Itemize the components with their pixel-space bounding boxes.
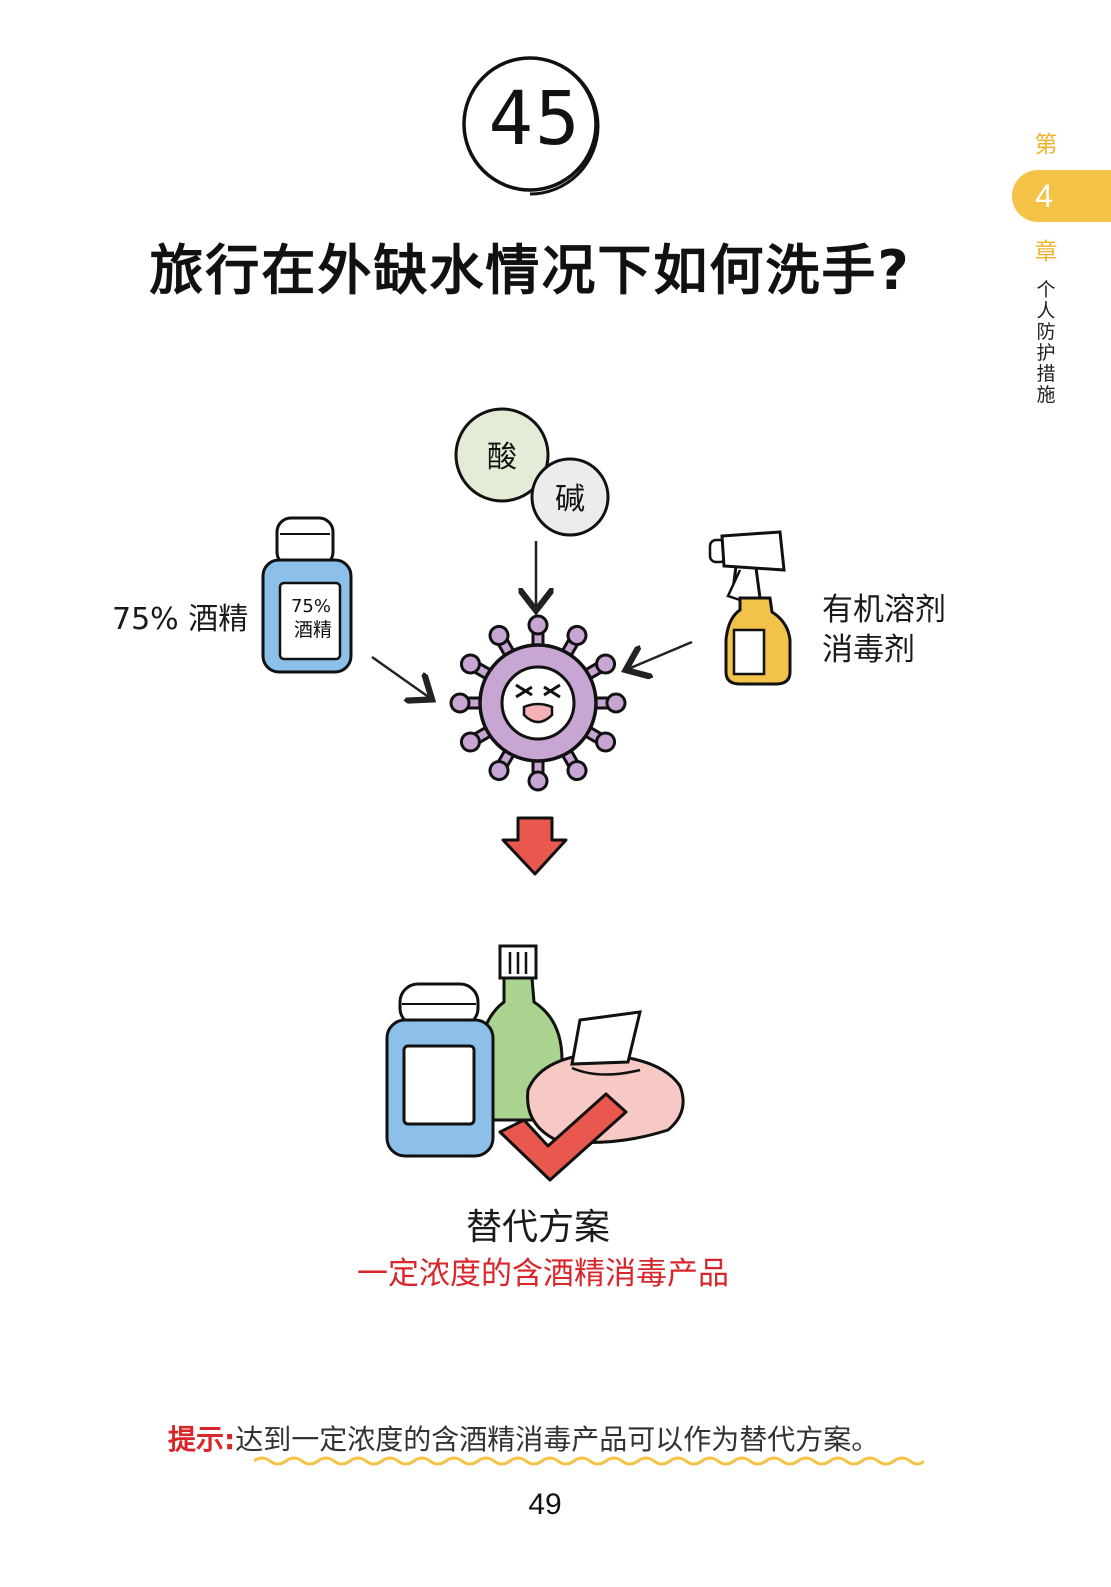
acid-label: 酸 <box>487 440 517 475</box>
alcohol-bottle-icon: 75% 酒精 <box>261 516 353 674</box>
page-title: 旅行在外缺水情况下如何洗手? <box>149 239 911 302</box>
check-mark-icon <box>498 1092 628 1182</box>
organic-solvent-label: 有机溶剂 消毒剂 <box>822 590 946 670</box>
chapter-tab <box>1012 170 1111 222</box>
bottle-label-line2: 酒精 <box>294 619 332 641</box>
base-label: 碱 <box>555 482 585 517</box>
chapter-number: 4 <box>1035 178 1053 214</box>
chapter-suffix: 章 <box>1034 239 1058 265</box>
arrow-from-spray <box>628 640 693 669</box>
page-number: 49 <box>528 1488 562 1521</box>
alternative-title: 替代方案 <box>465 1207 610 1248</box>
arrow-from-alcohol <box>371 655 430 698</box>
chapter-title: 个人防护措施 <box>1036 279 1056 406</box>
tip: 提示:达到一定浓度的含酒精消毒产品可以作为替代方案。 <box>168 1418 879 1458</box>
alternative-subtitle: 一定浓度的含酒精消毒产品 <box>357 1256 729 1292</box>
wavy-underline <box>254 1456 924 1466</box>
tip-label: 提示: <box>168 1423 236 1456</box>
acid-circle: 酸 <box>454 407 550 503</box>
big-down-arrow-icon <box>501 816 568 876</box>
alternative-products-icon <box>385 944 685 1182</box>
organic-solvent-line1: 有机溶剂 <box>822 592 946 628</box>
spray-bottle-icon <box>708 530 792 686</box>
base-circle: 碱 <box>530 457 610 537</box>
chapter-prefix: 第 <box>1034 132 1058 158</box>
alcohol-label: 75% 酒精 <box>112 602 249 637</box>
question-number-badge <box>462 56 600 196</box>
tip-text: 达到一定浓度的含酒精消毒产品可以作为替代方案。 <box>235 1423 880 1456</box>
virus-icon <box>449 614 627 792</box>
question-number: 45 <box>488 76 582 162</box>
bottle-label-line1: 75% <box>291 596 331 617</box>
organic-solvent-line2: 消毒剂 <box>822 632 915 668</box>
